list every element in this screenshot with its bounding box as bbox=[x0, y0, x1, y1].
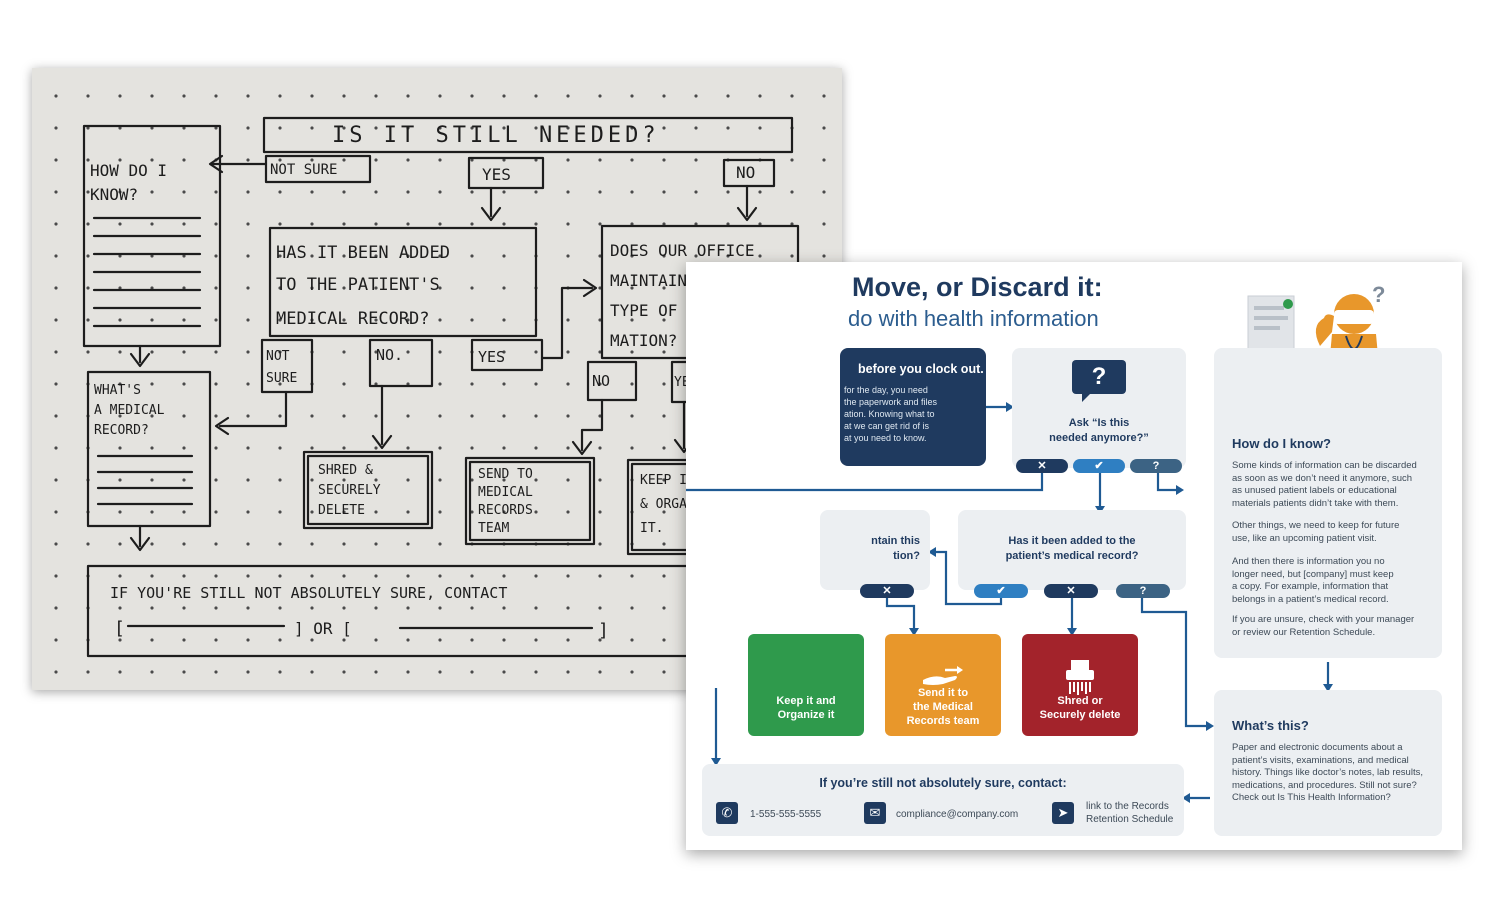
infographic-subtitle: do with health information bbox=[848, 306, 1099, 331]
keep-label: Keep it and Organize it bbox=[776, 695, 836, 721]
question-mark: ? bbox=[1091, 363, 1107, 390]
sketch-right-no-box bbox=[586, 360, 638, 402]
sketch-branch-not-sure: NOT SURE bbox=[270, 162, 337, 178]
added-question: Has it been added to the patient’s medic… bbox=[1005, 535, 1139, 562]
sketch-top-question: IS IT STILL NEEDED? bbox=[332, 123, 660, 148]
whats-heading: What’s this? bbox=[1232, 718, 1309, 733]
sketch-shred-box bbox=[302, 450, 434, 530]
sketch-branch-yes: YES bbox=[482, 165, 511, 184]
maintain-card: ntain this tion? bbox=[820, 510, 930, 590]
sketch-contact-line: IF YOU'RE STILL NOT ABSOLUTELY SURE, CON… bbox=[110, 584, 507, 602]
shredder-icon bbox=[1064, 646, 1096, 695]
sketch-contact-box bbox=[86, 564, 742, 658]
sketch-left-not-sure: NOT SURE bbox=[266, 349, 297, 386]
sketch-no-box bbox=[722, 158, 776, 188]
svg-text:?: ? bbox=[1372, 282, 1385, 307]
sketch-left-yes-box bbox=[470, 338, 544, 372]
sketch-maintain-question: DOES OUR OFFICE MAINTAIN THIS TYPE OF IN… bbox=[610, 241, 764, 350]
send-card[interactable]: Send it to the Medical Records team bbox=[885, 634, 1001, 736]
email-address[interactable]: compliance@company.com bbox=[896, 809, 1019, 820]
how-text-1: Some kinds of information can be discard… bbox=[1232, 460, 1417, 509]
question-bubble-tail bbox=[1082, 394, 1090, 402]
shred-label: Shred or Securely delete bbox=[1039, 695, 1121, 721]
ask-pill-yes[interactable]: ✔ bbox=[1073, 459, 1125, 473]
how-heading: How do I know? bbox=[1232, 436, 1331, 451]
sketch-medical-record-panel bbox=[86, 370, 212, 528]
sketch-how-do-i-know-panel bbox=[82, 124, 222, 348]
sketch-branch-no: NO bbox=[736, 163, 755, 182]
sketch-left-no-box bbox=[368, 338, 434, 388]
send-label: Send it to the Medical Records team bbox=[906, 687, 980, 727]
mail-icon: ✉ bbox=[864, 802, 886, 824]
shred-card[interactable]: Shred or Securely delete bbox=[1022, 634, 1138, 736]
maintain-question: ntain this tion? bbox=[871, 535, 920, 562]
whats-this-card: What’s this? Paper and electronic docume… bbox=[1214, 690, 1442, 836]
sketch-left-yes: YES bbox=[478, 348, 505, 366]
contact-card: If you’re still not absolutely sure, con… bbox=[702, 764, 1184, 836]
infographic-sheet: Move, or Discard it: do with health info… bbox=[686, 262, 1462, 850]
cursor-icon: ➤ bbox=[1052, 802, 1074, 824]
sketch-whats-medical-record: WHAT'S A MEDICAL RECORD? bbox=[94, 383, 172, 438]
sketch-send: SEND TO MEDICAL RECORDS TEAM bbox=[478, 467, 541, 536]
sketch-added-question-box bbox=[268, 226, 538, 338]
flow-connectors bbox=[686, 402, 1333, 803]
maintain-pill-no[interactable]: ✕ bbox=[860, 584, 914, 598]
sketch-how-do-i-know: HOW DO I KNOW? bbox=[90, 161, 177, 204]
phone-icon: ✆ bbox=[716, 802, 738, 824]
how-do-i-know-card: How do I know? Some kinds of information… bbox=[1214, 348, 1442, 658]
added-card: Has it been added to the patient’s medic… bbox=[958, 510, 1186, 590]
phone-number[interactable]: 1-555-555-5555 bbox=[750, 809, 822, 820]
ask-card: ? Ask “Is this needed anymore?” bbox=[1012, 348, 1186, 468]
sketch-blank-right: ] bbox=[598, 620, 609, 641]
sketch-right-no: NO bbox=[592, 372, 610, 390]
sketch-send-box bbox=[464, 456, 596, 546]
sketch-left-no: NO. bbox=[376, 346, 403, 364]
sketch-not-sure-box bbox=[264, 154, 372, 184]
how-text-4: If you are unsure, check with your manag… bbox=[1232, 614, 1415, 638]
infographic-title: Move, or Discard it: bbox=[852, 272, 1103, 302]
intro-card: before you clock out. for the day, you n… bbox=[840, 348, 986, 466]
retention-link[interactable]: link to the Records Retention Schedule bbox=[1086, 801, 1174, 825]
added-pill-not-sure[interactable]: ? bbox=[1116, 584, 1170, 598]
hand-send-icon bbox=[921, 648, 965, 685]
sketch-drawing: IS IT STILL NEEDED? NOT SURE YES NO HOW … bbox=[82, 116, 810, 658]
sketch-shred: SHRED & SECURELY DELETE bbox=[318, 463, 388, 518]
sketch-yes-box bbox=[467, 156, 545, 190]
added-pill-yes[interactable]: ✔ bbox=[974, 584, 1028, 598]
intro-heading: before you clock out. bbox=[858, 362, 984, 376]
sketch-blank-left: [ bbox=[114, 618, 125, 639]
whats-text: Paper and electronic documents about a p… bbox=[1232, 742, 1423, 803]
sketch-blank-mid: ] OR [ bbox=[294, 619, 352, 638]
keep-card[interactable]: Keep it and Organize it bbox=[748, 634, 864, 736]
ask-question: Ask “Is this needed anymore?” bbox=[1049, 417, 1149, 444]
contact-heading: If you’re still not absolutely sure, con… bbox=[819, 776, 1067, 790]
added-pill-no[interactable]: ✕ bbox=[1044, 584, 1098, 598]
ask-pill-no[interactable]: ✕ bbox=[1016, 459, 1068, 473]
sketch-top-question-box bbox=[262, 116, 794, 154]
ask-pill-not-sure[interactable]: ? bbox=[1130, 459, 1182, 473]
how-text-2: Other things, we need to keep for future… bbox=[1232, 520, 1400, 544]
question-bubble-icon: ? bbox=[1072, 360, 1126, 394]
intro-text: for the day, you need the paperwork and … bbox=[844, 385, 938, 443]
how-text-3: And then there is information you no lon… bbox=[1232, 556, 1394, 605]
sketch-added-question: HAS IT BEEN ADDED TO THE PATIENT'S MEDIC… bbox=[276, 243, 460, 329]
